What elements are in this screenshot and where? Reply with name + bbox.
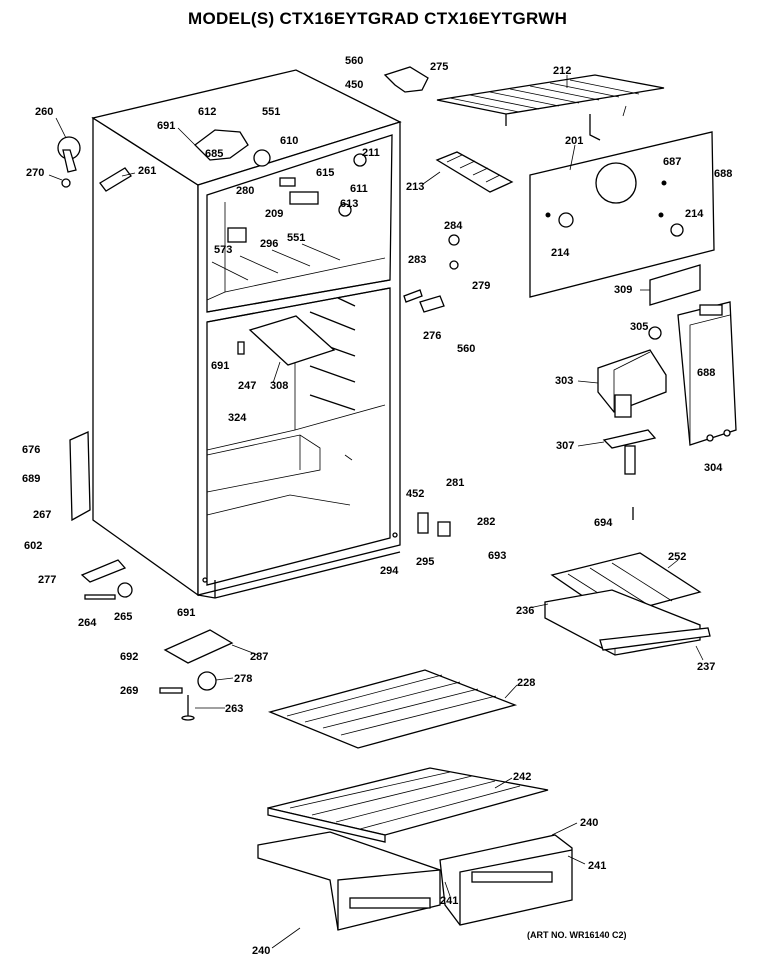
label-615: 615	[316, 167, 334, 179]
label-613: 613	[340, 198, 358, 210]
label-309: 309	[614, 284, 632, 296]
label-264: 264	[78, 617, 97, 629]
part-201-evaporator-cover	[529, 131, 715, 298]
label-287: 287	[250, 651, 268, 663]
label-295: 295	[416, 556, 434, 568]
label-260: 260	[35, 106, 53, 118]
label-267: 267	[33, 509, 51, 521]
label-247: 247	[238, 380, 256, 392]
label-693: 693	[488, 550, 506, 562]
label-304: 304	[704, 462, 723, 474]
small-hardware	[57, 129, 634, 721]
part-308-shelf-bracket	[248, 315, 336, 366]
label-688: 688	[714, 168, 732, 180]
label-692: 692	[120, 651, 138, 663]
label-560b: 560	[457, 343, 475, 355]
part-213-ice-tray	[435, 151, 514, 193]
label-280: 280	[236, 185, 254, 197]
label-687: 687	[663, 156, 681, 168]
label-278: 278	[234, 673, 252, 685]
label-252: 252	[668, 551, 686, 563]
label-237: 237	[697, 661, 715, 673]
cabinet-drawing	[91, 69, 402, 599]
label-211: 211	[362, 147, 380, 159]
label-275: 275	[430, 61, 448, 73]
part-307-bracket	[602, 429, 657, 475]
label-303: 303	[555, 375, 573, 387]
label-685: 685	[205, 148, 223, 160]
label-305: 305	[630, 321, 648, 333]
label-201: 201	[565, 135, 583, 147]
art-number: (ART NO. WR16140 C2)	[527, 930, 627, 940]
label-241: 241	[588, 860, 606, 872]
label-212: 212	[553, 65, 571, 77]
label-573: 573	[214, 244, 232, 256]
label-612: 612	[198, 106, 216, 118]
label-279: 279	[472, 280, 490, 292]
part-305-knob	[648, 326, 662, 340]
part-labels: 260 270 691 612 551 610 261 685 211 615 …	[22, 55, 732, 957]
label-691: 691	[157, 120, 175, 132]
label-270: 270	[26, 167, 44, 179]
label-240b: 240	[252, 945, 270, 957]
label-281: 281	[446, 477, 464, 489]
diagram-title: MODEL(S) CTX16EYTGRAD CTX16EYTGRWH	[188, 9, 568, 28]
label-324: 324	[228, 412, 247, 424]
leader-lines	[48, 75, 704, 949]
part-242-crisper-cover	[267, 767, 549, 843]
label-691b: 691	[211, 360, 229, 372]
label-269: 269	[120, 685, 138, 697]
label-688b: 688	[697, 367, 715, 379]
label-602: 602	[24, 540, 42, 552]
label-676: 676	[22, 444, 40, 456]
label-213: 213	[406, 181, 424, 193]
part-240-crisper-drawers	[257, 831, 573, 931]
label-689: 689	[22, 473, 40, 485]
label-214b: 214	[551, 247, 570, 259]
part-212-freezer-shelf	[436, 74, 665, 141]
part-304-control-housing	[677, 301, 737, 446]
label-241b: 241	[440, 895, 458, 907]
label-277: 277	[38, 574, 56, 586]
part-303-damper	[597, 349, 667, 418]
label-611: 611	[350, 183, 368, 195]
label-551: 551	[262, 106, 280, 118]
label-276: 276	[423, 330, 441, 342]
label-296: 296	[260, 238, 278, 250]
label-283: 283	[408, 254, 426, 266]
label-560: 560	[345, 55, 363, 67]
part-309-label-plate	[649, 264, 701, 306]
label-261: 261	[138, 165, 156, 177]
label-236: 236	[516, 605, 534, 617]
label-691c: 691	[177, 607, 195, 619]
label-263: 263	[225, 703, 243, 715]
label-265: 265	[114, 611, 132, 623]
label-209: 209	[265, 208, 283, 220]
label-228: 228	[517, 677, 535, 689]
label-694: 694	[594, 517, 613, 529]
label-284: 284	[444, 220, 463, 232]
label-307: 307	[556, 440, 574, 452]
label-551b: 551	[287, 232, 305, 244]
label-308: 308	[270, 380, 288, 392]
label-240: 240	[580, 817, 598, 829]
part-237-pan-rail	[599, 627, 711, 651]
part-275-hinge	[383, 66, 429, 93]
part-228-wire-shelf	[267, 669, 518, 749]
label-242: 242	[513, 771, 531, 783]
label-452: 452	[406, 488, 424, 500]
label-450: 450	[345, 79, 363, 91]
label-294: 294	[380, 565, 399, 577]
label-282: 282	[477, 516, 495, 528]
label-610: 610	[280, 135, 298, 147]
label-214: 214	[685, 208, 704, 220]
